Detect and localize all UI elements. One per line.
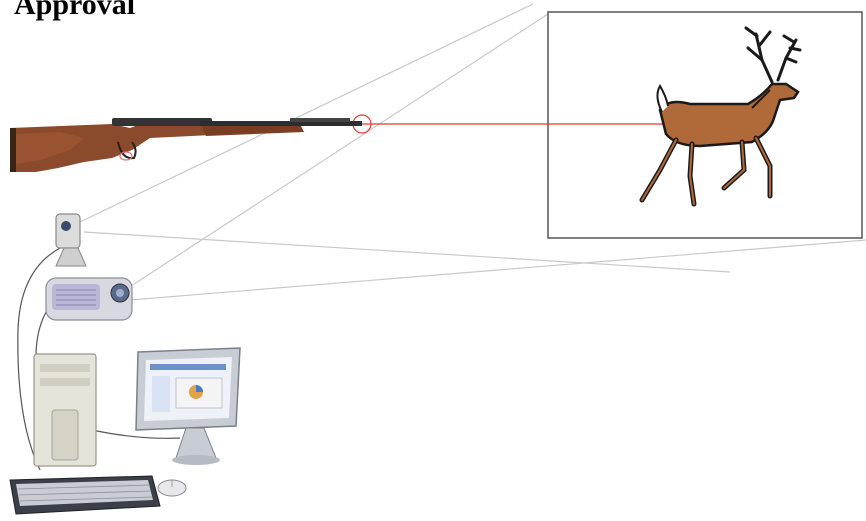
projector-beam-line-bottom xyxy=(130,240,866,300)
mouse-icon xyxy=(158,480,186,496)
pc-tower-icon xyxy=(34,354,96,466)
rifle-icon xyxy=(10,118,362,172)
keyboard-icon xyxy=(10,476,160,514)
projector-beam-line-top xyxy=(128,14,548,288)
webcam-view-line-top xyxy=(80,4,533,222)
monitor-icon xyxy=(136,348,240,465)
projector-icon xyxy=(46,278,132,320)
